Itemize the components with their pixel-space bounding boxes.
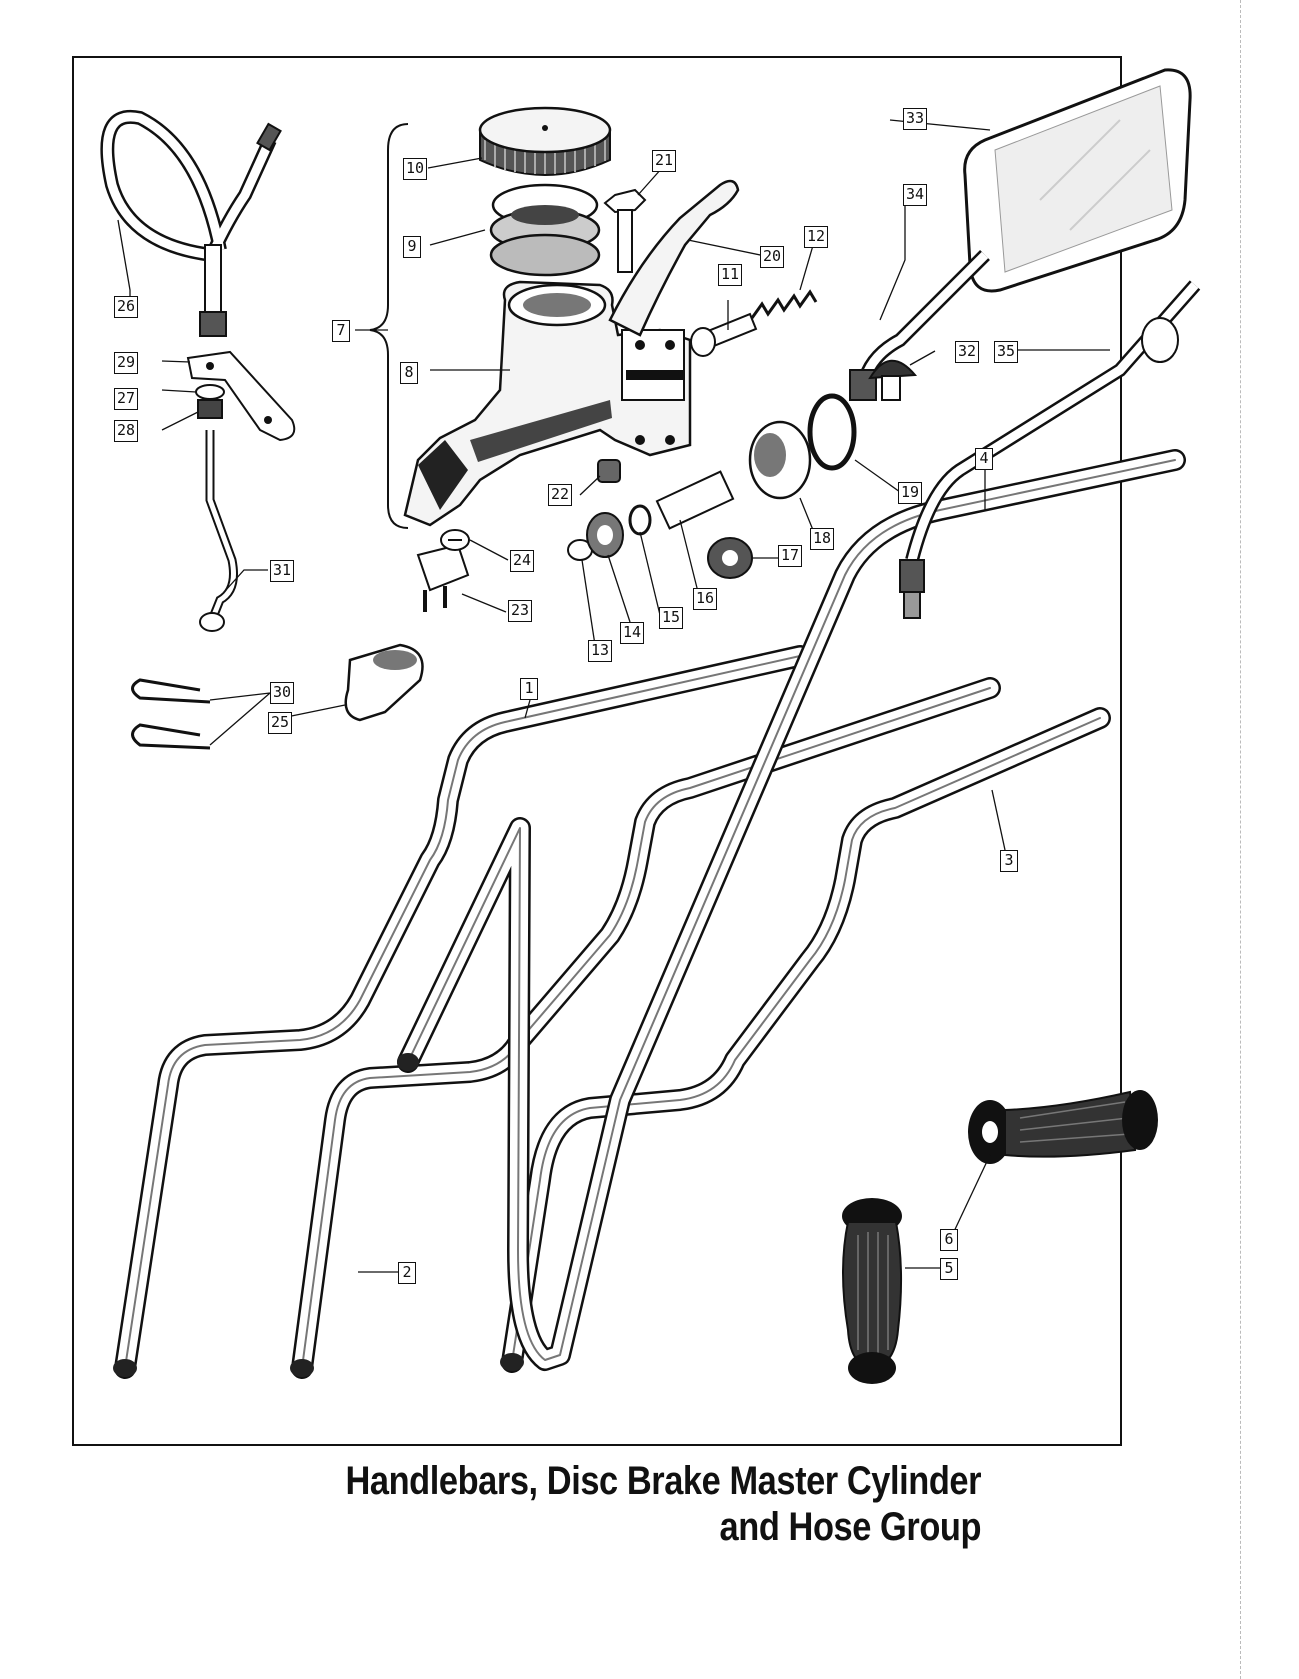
brake-pipe-31	[199, 430, 238, 632]
pushrod-11	[690, 312, 758, 357]
callout-15: 15	[659, 607, 684, 629]
callout-33: 33	[903, 108, 928, 130]
washer-27	[195, 384, 225, 400]
callout-35: 35	[994, 341, 1019, 363]
callout-5: 5	[940, 1258, 958, 1280]
handlebar-1	[114, 645, 811, 1379]
callout-19: 19	[898, 482, 923, 504]
brake-lever-20	[608, 179, 740, 337]
diagram-frame	[72, 56, 1122, 1446]
callout-22: 22	[548, 484, 573, 506]
callout-4: 4	[975, 448, 993, 470]
clips-30	[131, 678, 211, 750]
callout-14: 14	[620, 622, 645, 644]
pivot-bolt-21	[603, 188, 647, 273]
nut-22	[597, 459, 621, 483]
callout-24: 24	[510, 550, 535, 572]
callout-7: 7	[332, 320, 350, 342]
callout-18: 18	[810, 528, 835, 550]
callout-20: 20	[760, 246, 785, 268]
washer-15	[628, 504, 652, 536]
callout-11: 11	[718, 264, 743, 286]
caption-line-2: and Hose Group	[719, 1505, 981, 1549]
nut-28	[197, 399, 223, 419]
spring-12	[750, 289, 818, 319]
callout-26: 26	[114, 296, 139, 318]
screw-24	[440, 529, 470, 551]
callout-29: 29	[114, 352, 139, 374]
callout-1: 1	[520, 678, 538, 700]
reservoir-cap-10	[478, 106, 612, 176]
group-bracket-7	[369, 123, 409, 529]
callout-3: 3	[1000, 850, 1018, 872]
handlebar-3	[501, 707, 1111, 1373]
callout-8: 8	[400, 362, 418, 384]
callout-17: 17	[778, 545, 803, 567]
callout-34: 34	[903, 184, 928, 206]
callout-10: 10	[403, 158, 428, 180]
grip-5	[842, 1198, 903, 1384]
master-cylinder-body-8	[403, 280, 692, 527]
callout-28: 28	[114, 420, 139, 442]
seal-14	[586, 512, 624, 558]
boot-18	[748, 420, 812, 500]
handlebar-tube-ends	[113, 1353, 524, 1377]
callout-25: 25	[268, 712, 293, 734]
clamp-25	[344, 643, 424, 722]
figure-caption: Handlebars, Disc Brake Master Cylinder a…	[345, 1458, 981, 1550]
brake-hose-26	[100, 109, 282, 337]
seal-17	[707, 537, 753, 579]
handlebar-4	[397, 449, 1186, 1371]
callout-30: 30	[270, 682, 295, 704]
diaphragm-9	[489, 183, 601, 277]
piston-16	[655, 470, 735, 530]
mirror-33	[963, 68, 1192, 293]
callout-31: 31	[270, 560, 295, 582]
handlebar-2	[291, 677, 1001, 1379]
callout-21: 21	[652, 150, 677, 172]
grip-6	[968, 1090, 1158, 1164]
circlip-19	[807, 393, 857, 471]
callout-6: 6	[940, 1229, 958, 1251]
caption-line-1: Handlebars, Disc Brake Master Cylinder	[345, 1459, 981, 1503]
callout-23: 23	[508, 600, 533, 622]
leader-lines	[117, 119, 1110, 1273]
callout-27: 27	[114, 388, 139, 410]
page-edge-rule	[1240, 0, 1241, 1679]
mirror-stem-35	[899, 280, 1201, 619]
cap-32	[868, 359, 918, 401]
callout-32: 32	[955, 341, 980, 363]
callout-9: 9	[403, 236, 421, 258]
hose-bracket-29	[186, 350, 296, 442]
callout-13: 13	[588, 640, 613, 662]
callout-16: 16	[693, 588, 718, 610]
callout-12: 12	[804, 226, 829, 248]
callout-2: 2	[398, 1262, 416, 1284]
switch-23	[416, 543, 470, 612]
